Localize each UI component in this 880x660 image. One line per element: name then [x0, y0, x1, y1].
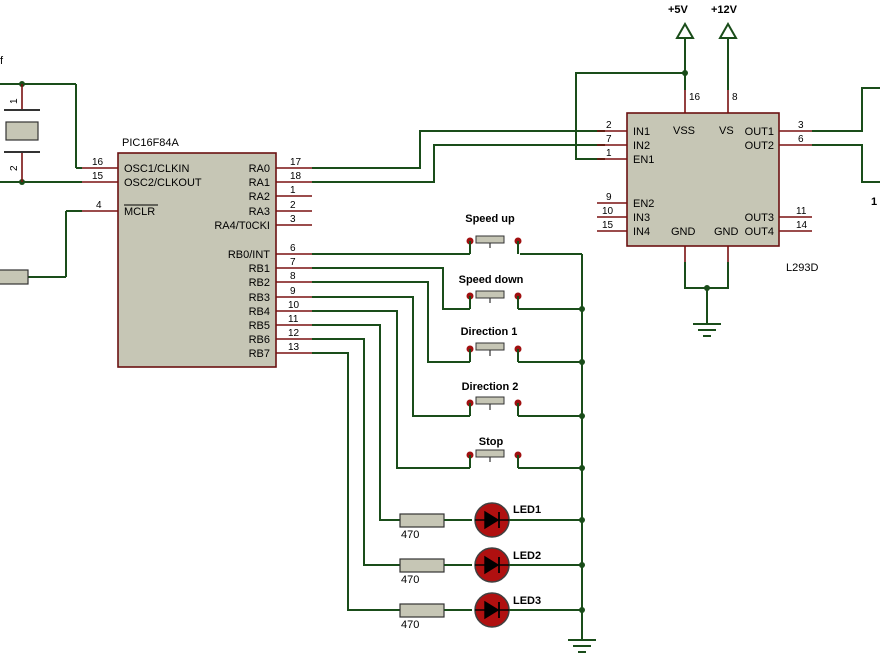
mcu-pin-num-ra0: 17 [290, 157, 302, 168]
mcu-pin-ra1: RA1 [249, 177, 270, 189]
mcu-pin-num-rb2: 8 [290, 271, 296, 282]
power-5v-label: +5V [668, 4, 689, 16]
led-1-label: LED1 [513, 504, 541, 516]
driver-pin-num-in4: 15 [602, 220, 614, 231]
button-stop-label: Stop [479, 436, 504, 448]
mcu-pin-rb4: RB4 [249, 306, 270, 318]
button-speed-up-label: Speed up [465, 213, 515, 225]
crystal-cut-label: f [0, 55, 4, 67]
mcu-pin-num-mclr: 4 [96, 200, 102, 211]
mcu-pin-num-rb0: 6 [290, 243, 296, 254]
driver-pin-num-en2: 9 [606, 192, 612, 203]
button-direction-2-label: Direction 2 [462, 381, 519, 393]
driver-pin-vss: VSS [673, 125, 695, 137]
driver-pin-in1: IN1 [633, 126, 650, 138]
resistor-led3-value: 470 [401, 619, 419, 631]
driver-pin-in2: IN2 [633, 140, 650, 152]
mcu-pin-num-ra3: 2 [290, 200, 296, 211]
mcu-pin-rb2: RB2 [249, 277, 270, 289]
mcu-pin-num-rb3: 9 [290, 286, 296, 297]
mcu-pin-num-ra1: 18 [290, 171, 302, 182]
mcu-pin-rb3: RB3 [249, 292, 270, 304]
driver-pin-out4: OUT4 [745, 226, 774, 238]
mcu-pin-osc2: OSC2/CLKOUT [124, 177, 202, 189]
driver-pin-num-vss: 16 [689, 92, 701, 103]
crystal-pin2: 2 [9, 165, 20, 171]
driver-pin-vs: VS [719, 125, 734, 137]
driver-pin-num-en1: 1 [606, 148, 612, 159]
button-stop[interactable] [466, 449, 522, 468]
mcu-pin-rb5: RB5 [249, 320, 270, 332]
mcu-pin-num-ra2: 1 [290, 185, 296, 196]
driver-pin-out1: OUT1 [745, 126, 774, 138]
driver-gnd-label-1: GND [671, 226, 696, 238]
power-12v-label: +12V [711, 4, 738, 16]
driver-pin-num-in3: 10 [602, 206, 614, 217]
button-direction-1[interactable] [466, 342, 522, 362]
driver-pin-en1: EN1 [633, 154, 654, 166]
driver-pin-num-out2: 6 [798, 134, 804, 145]
driver-pin-num-in1: 2 [606, 120, 612, 131]
button-speed-up[interactable] [466, 235, 522, 254]
mcu-pin-osc1: OSC1/CLKIN [124, 163, 189, 175]
driver-chip-body [626, 112, 780, 247]
button-speed-down[interactable] [466, 290, 522, 309]
resistor-led1-value: 470 [401, 529, 419, 541]
mcu-pin-num-rb6: 12 [288, 328, 300, 339]
mcu-pin-rb0: RB0/INT [228, 249, 270, 261]
crystal-body [5, 121, 39, 141]
crystal-pin1: 1 [9, 98, 20, 104]
mcu-pin-ra0: RA0 [249, 163, 270, 175]
driver-pin-out2: OUT2 [745, 140, 774, 152]
ground-symbol-main [568, 639, 596, 653]
mcu-pin-ra2: RA2 [249, 191, 270, 203]
led-2 [474, 547, 510, 583]
button-direction-2[interactable] [466, 396, 522, 416]
mcu-pin-rb7: RB7 [249, 348, 270, 360]
mcu-pin-num-osc1: 16 [92, 157, 104, 168]
resistor-led2 [399, 558, 445, 573]
mcu-pin-num-rb4: 10 [288, 300, 300, 311]
driver-pin-in3: IN3 [633, 212, 650, 224]
button-direction-1-label: Direction 1 [461, 326, 518, 338]
mcu-pin-rb6: RB6 [249, 334, 270, 346]
driver-gnd-label-2: GND [714, 226, 739, 238]
driver-pin-num-out4: 14 [796, 220, 808, 231]
button-speed-down-label: Speed down [459, 274, 524, 286]
mcu-pin-num-rb5: 11 [288, 314, 299, 325]
mcu-pin-num-ra4: 3 [290, 214, 296, 225]
mcu-chip-body [117, 152, 277, 368]
mcu-pin-ra3: RA3 [249, 206, 270, 218]
mcu-pin-num-rb7: 13 [288, 342, 300, 353]
driver-pin-num-vs: 8 [732, 92, 738, 103]
mclr-resistor [0, 269, 29, 285]
led-2-label: LED2 [513, 550, 541, 562]
resistor-led1 [399, 513, 445, 528]
driver-pin-out3: OUT3 [745, 212, 774, 224]
mcu-pin-num-rb1: 7 [290, 257, 296, 268]
edge-cut-text: 1 [871, 196, 877, 208]
power-12v-arrow [718, 21, 738, 39]
mcu-part-label: PIC16F84A [122, 137, 180, 149]
driver-part-label: L293D [786, 262, 818, 274]
driver-pin-num-out3: 11 [796, 206, 807, 217]
mcu-pin-rb1: RB1 [249, 263, 270, 275]
power-5v-arrow [675, 21, 695, 39]
ground-symbol-driver [693, 323, 721, 337]
resistor-led3 [399, 603, 445, 618]
mcu-pin-ra4: RA4/T0CKI [214, 220, 270, 232]
driver-pin-num-in2: 7 [606, 134, 612, 145]
led-3-label: LED3 [513, 595, 541, 607]
led-3 [474, 592, 510, 628]
led-1 [474, 502, 510, 538]
resistor-led2-value: 470 [401, 574, 419, 586]
driver-pin-num-out1: 3 [798, 120, 804, 131]
mcu-pin-mclr: MCLR [124, 206, 155, 218]
driver-pin-in4: IN4 [633, 226, 650, 238]
driver-pin-en2: EN2 [633, 198, 654, 210]
mcu-pin-num-osc2: 15 [92, 171, 104, 182]
